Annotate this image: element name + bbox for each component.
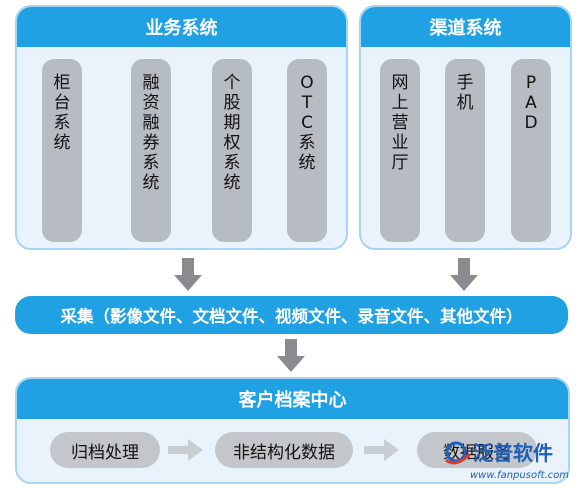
watermark-brand: 泛普软件 — [473, 441, 553, 465]
archive-center-title: 客户档案中心 — [17, 379, 568, 419]
right-arrow-icon — [364, 439, 399, 461]
business-system-stock-options: 个股期权系统 — [212, 59, 252, 242]
business-system-otc: OTC系统 — [287, 59, 327, 242]
channel-systems-title: 渠道系统 — [361, 7, 570, 47]
business-system-margin-trading: 融资融券系统 — [131, 59, 171, 242]
down-arrow-icon — [174, 258, 202, 291]
down-arrow-icon — [450, 258, 478, 291]
channel-system-pad: PAD — [511, 59, 551, 242]
business-systems-title: 业务系统 — [17, 7, 346, 47]
archive-step-data-service: 数据服务 — [417, 432, 537, 468]
archive-step-filing: 归档处理 — [50, 432, 160, 468]
down-arrow-icon — [277, 339, 305, 372]
watermark-url: www.fanpusoft.com — [470, 470, 569, 481]
fanpu-logo-icon: 泛普软件 www.fanpusoft.com — [445, 441, 569, 481]
business-systems-panel: 业务系统 柜台系统 融资融券系统 个股期权系统 OTC系统 — [15, 5, 348, 250]
right-arrow-icon — [168, 439, 203, 461]
channel-system-mobile: 手机 — [445, 59, 485, 242]
collection-bar: 采集（影像文件、文档文件、视频文件、录音文件、其他文件） — [15, 296, 568, 334]
channel-system-online-hall: 网上营业厅 — [380, 59, 420, 242]
business-system-counter: 柜台系统 — [42, 59, 82, 242]
channel-systems-panel: 渠道系统 网上营业厅 手机 PAD — [359, 5, 572, 250]
archive-step-unstructured-data: 非结构化数据 — [215, 432, 353, 468]
watermark-logo: 泛普软件 www.fanpusoft.com — [440, 438, 576, 484]
